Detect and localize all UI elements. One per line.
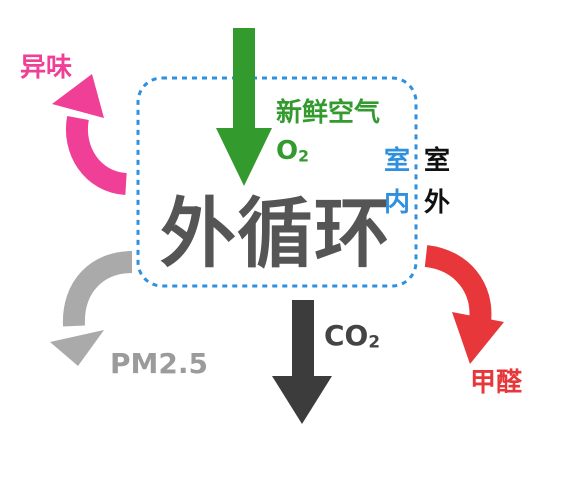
co2-arrow (272, 300, 332, 424)
formaldehyde-arrow (424, 245, 504, 364)
o2-subscript: 2 (298, 147, 309, 166)
diagram-title: 外循环 (160, 189, 391, 278)
o2-main: O (276, 136, 299, 166)
fresh-air-label: 新鲜空气 (276, 98, 381, 128)
odor-label: 异味 (20, 53, 73, 83)
fresh-air-arrow (216, 28, 272, 186)
formaldehyde-label: 甲醛 (470, 368, 523, 398)
outdoor-label-1: 室 (424, 146, 451, 176)
outdoor-label-2: 外 (424, 188, 451, 218)
indoor-label-1: 室 (384, 146, 411, 176)
o2-label: O2 (276, 138, 309, 165)
indoor-label-2: 内 (384, 188, 411, 218)
co2-label: CO2 (324, 322, 380, 350)
odor-arrow (52, 74, 128, 195)
pm25-arrow (50, 251, 133, 366)
pm25-label: PM2.5 (110, 347, 208, 380)
co2-subscript: 2 (368, 331, 381, 352)
indoor-boundary (136, 76, 418, 288)
co2-main: CO (324, 319, 369, 352)
